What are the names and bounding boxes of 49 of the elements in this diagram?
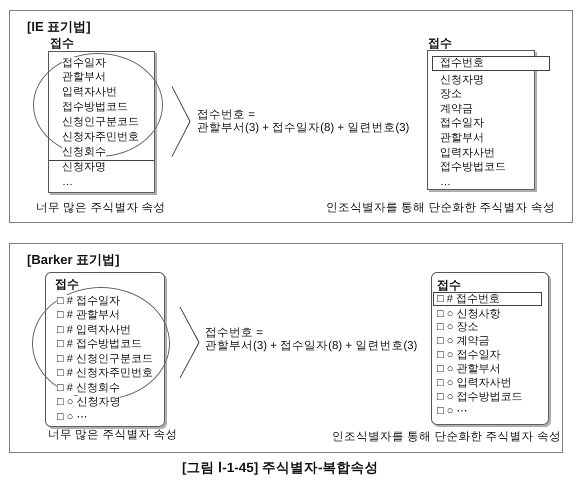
attribute-text: □ # 접수일자 [57,294,120,308]
attribute-text: 접수방법코드 [62,101,128,114]
chevron-arrow [172,86,190,157]
attribute-text: □ # 신청회수 [57,382,120,394]
attribute-text: 신청자명 [62,160,106,174]
attribute-text: □ ○ 입력자사번 [437,377,512,390]
attribute-text: □ # 입력자사번 [57,324,131,336]
attribute-text: 신청자명 [440,74,484,86]
attribute-text: □ ○ 신청자명 [57,396,120,409]
attribute-text: 접수방법코드 [440,161,506,174]
attribute-text: □ # 관할부서 [57,309,120,322]
entity-name: 접수 [437,278,461,292]
attribute-text: □ ○ 접수일자 [437,349,500,362]
formula-text: 접수번호 = 관할부서(3) + 접수일자(8) + 일련번호(3) [199,327,418,352]
chevron-arrow [180,306,200,378]
attribute-text: 계약금 [440,102,473,116]
attribute-text: □ ○ 계약금 [437,335,490,348]
attribute-text: □ ○ 관할부서 [437,363,500,376]
panel-frame [9,243,563,453]
attribute-text: □ ○ 장소 [437,321,478,334]
attribute-text: 입력자사번 [62,86,117,100]
attribute-text: 접수일자 [62,56,106,70]
attribute-text: 관할부서 [440,132,484,145]
attribute-text: 입력자사번 [440,146,495,160]
caption-text: 너무 많은 주식별자 속성 [36,201,166,215]
attribute-text: 장소 [440,88,462,102]
attribute-text: □ # 접수방법코드 [57,338,142,351]
attribute-text: □ ○ 신청사항 [437,308,500,320]
attribute-text: □ # 신청자주민번호 [57,367,153,380]
panel-frame [9,10,573,223]
entity-name: 접수 [428,36,452,50]
entity-name: 접수 [50,36,74,50]
formula-text: 접수번호 = 관할부서(3) + 접수일자(8) + 일련번호(3) [190,108,410,134]
attribute-text: □ # 신청인구분코드 [57,352,153,366]
attribute-text: 신청인구분코드 [62,116,139,130]
attribute-text: 신청회수 [62,146,106,159]
caption-text: 인조식별자를 통해 단순화한 주식별자 속성 [332,430,561,444]
figure-caption: [그림 Ⅰ-1-45] 주식별자-복합속성 [182,459,379,477]
attribute-text: 신청자주민번호 [62,131,139,144]
panel-heading: [Barker 표기법] [27,252,120,268]
caption-text: 인조식별자를 통해 단순화한 주식별자 속성 [326,201,555,215]
caption-text: 너무 많은 주식별자 속성 [48,428,178,442]
entity-name: 접수 [55,278,79,290]
attribute-text: 관할부서 [62,71,106,84]
key-attribute-box: 접수번호 [432,56,550,71]
key-attribute-box: □ # 접수번호 [433,292,542,306]
attribute-text: 접수일자 [440,117,484,130]
attribute-text: □ ○ 접수방법코드 [437,390,522,404]
panel-heading: [IE 표기법] [27,19,91,35]
